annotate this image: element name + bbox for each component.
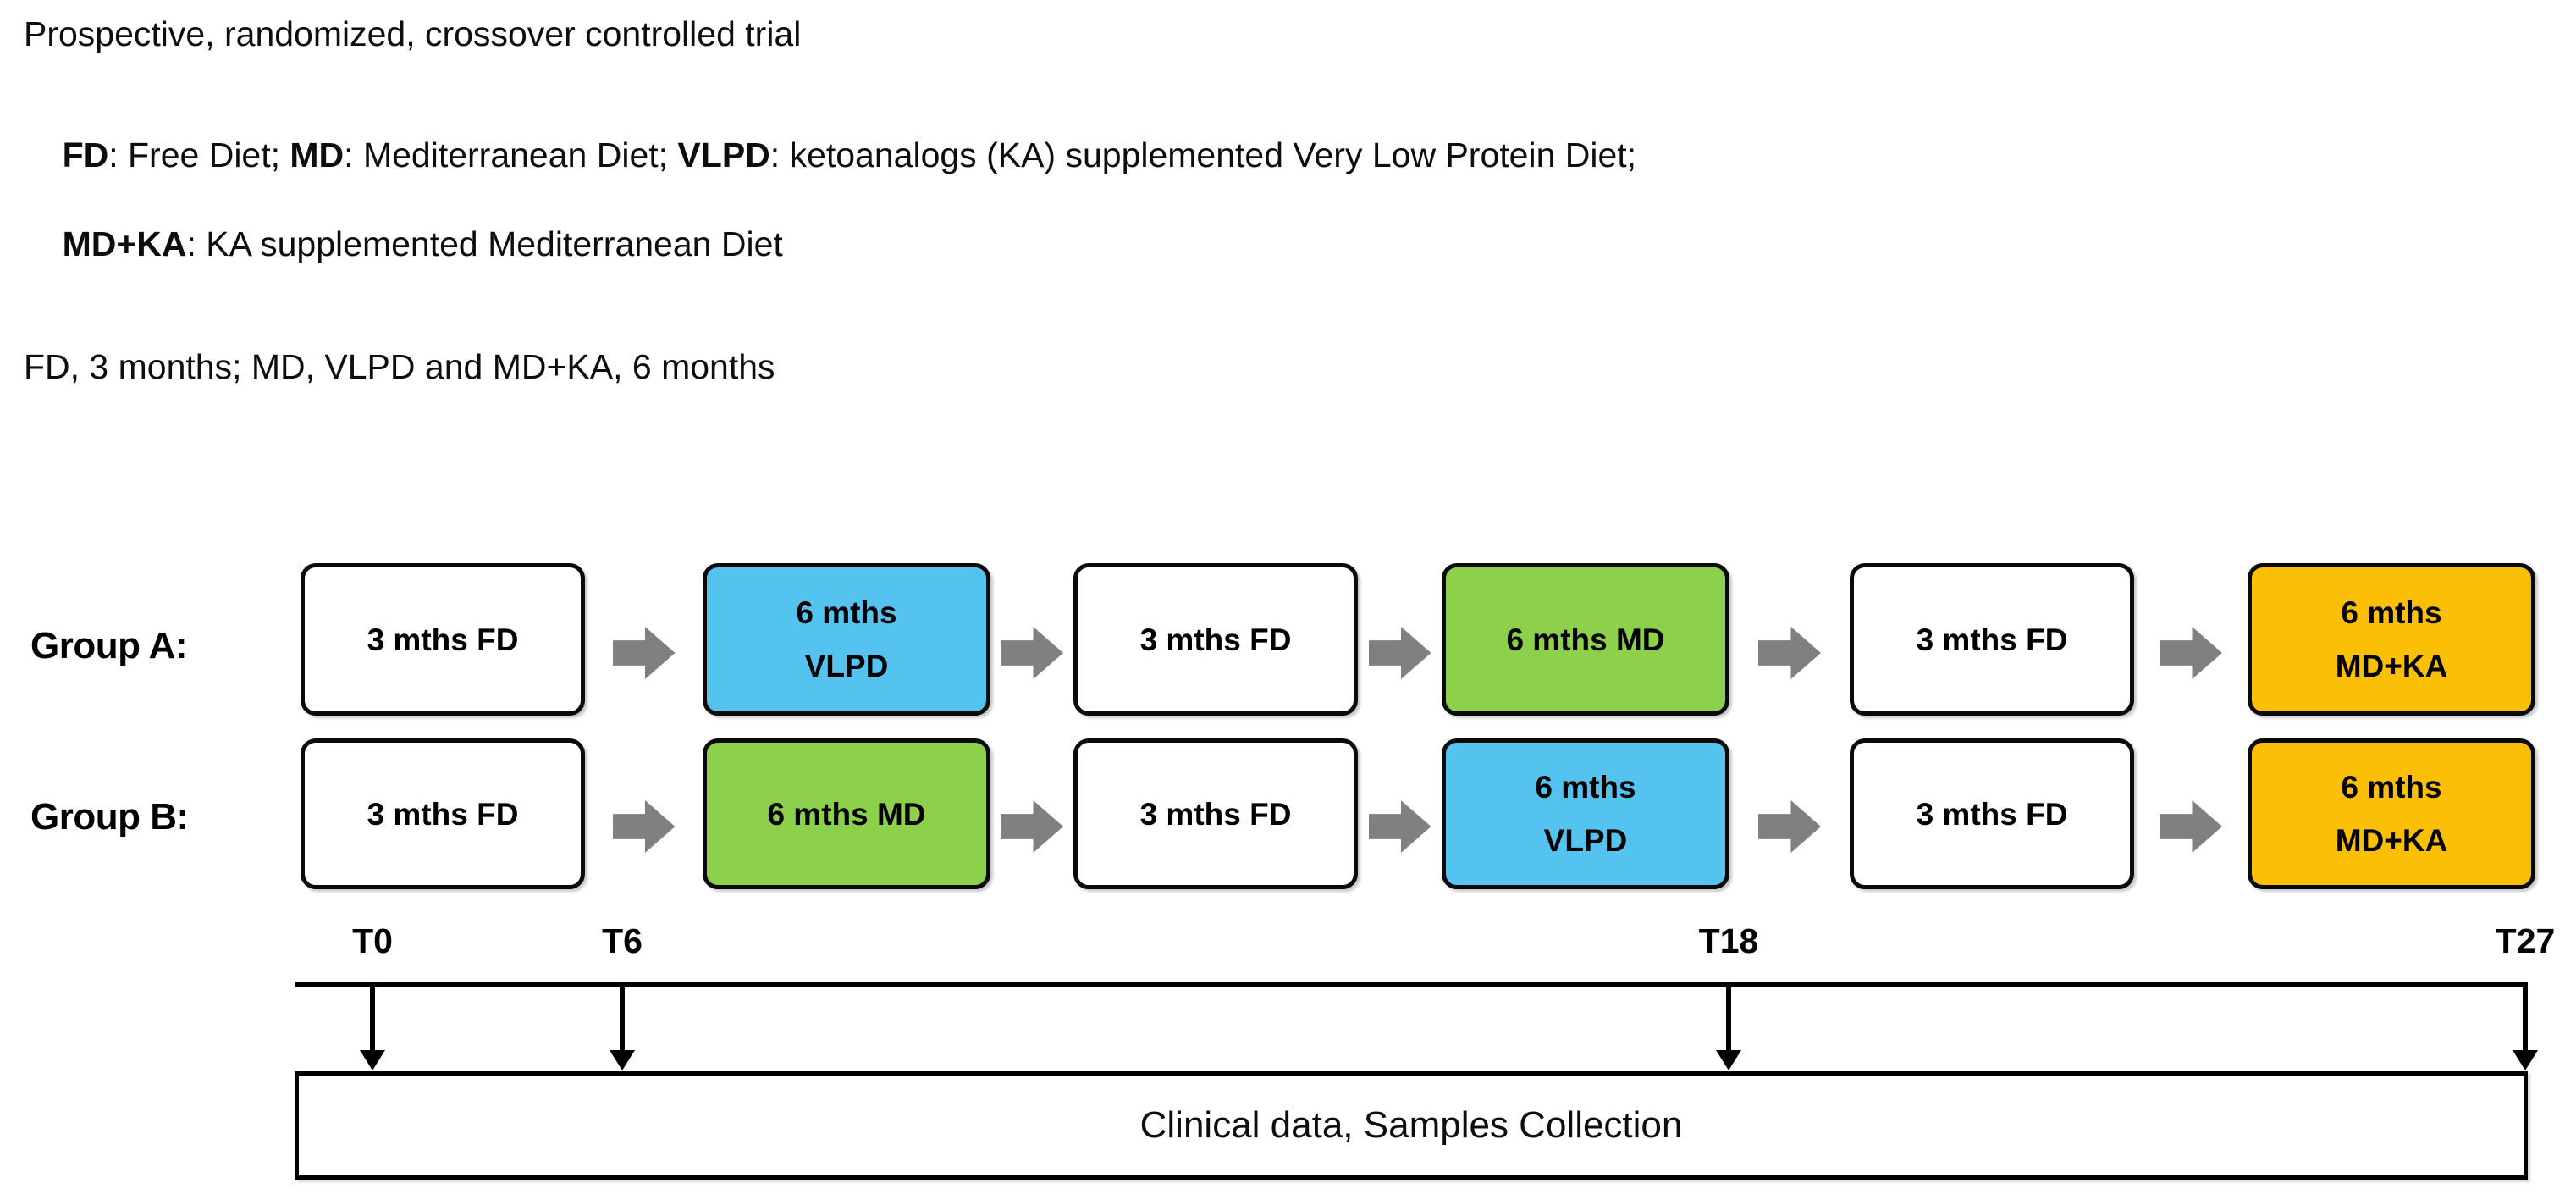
stage-label: 3 mths FD [1916,622,2068,657]
timeline-tick-label-t6: T6 [602,921,643,960]
stage-label: MD+KA [2335,649,2448,683]
stage-box-a-1: 3 mths FD [301,563,585,716]
stage-label: 6 mths [796,595,897,630]
timeline-tick-arrow-t6 [620,986,625,1052]
caption-line-abbreviations: FD: Free Diet; MD: Mediterranean Diet; V… [24,88,2555,310]
right-arrow-icon [2160,800,2222,853]
right-arrow-icon [1001,800,1063,853]
stage-box-b-5: 3 mths FD [1850,738,2134,889]
collection-label: Clinical data, Samples Collection [1139,1104,1683,1146]
right-arrow-icon [1368,627,1431,679]
stage-label: 3 mths FD [1139,796,1292,832]
stage-box-a-4: 6 mths MD [1442,563,1729,716]
right-arrow-icon [612,800,676,853]
timeline-tick-arrow-t18 [1726,986,1731,1052]
timeline-axis [295,982,2528,987]
stage-box-a-3: 3 mths FD [1073,563,1358,716]
stage-label: 6 mths MD [767,796,926,832]
timeline-tick-arrow-t0 [370,986,375,1052]
stage-box-b-2: 6 mths MD [703,738,990,889]
caption-line-trial-design: Prospective, randomized, crossover contr… [24,14,802,53]
group-a-label: Group A: [30,625,188,666]
stage-label: MD+KA [2335,823,2448,858]
stage-label: 3 mths FD [367,622,519,657]
stage-label: 3 mths FD [1139,622,1292,657]
right-arrow-icon [1758,627,1821,679]
stage-label: 6 mths [1535,770,1636,805]
stage-box-b-3: 3 mths FD [1073,738,1358,889]
stage-box-a-5: 3 mths FD [1850,563,2134,716]
stage-label: 3 mths FD [367,796,519,832]
timeline-tick-arrow-t27 [2523,986,2528,1052]
right-arrow-icon [1758,800,1821,853]
stage-label: VLPD [1543,823,1628,858]
stage-label: 6 mths MD [1506,622,1665,657]
right-arrow-icon [1368,800,1431,853]
right-arrow-icon [1001,627,1063,679]
timeline-tick-label-t18: T18 [1698,921,1759,960]
collection-box: Clinical data, Samples Collection [295,1071,2528,1180]
stage-label: 3 mths FD [1916,796,2068,832]
caption-line2-rich: FD: Free Diet; MD: Mediterranean Diet; V… [62,135,1637,174]
caption-line3-rich: MD+KA: KA supplemented Mediterranean Die… [62,224,783,263]
stage-label: 6 mths [2341,770,2442,805]
stage-label: 6 mths [2341,595,2442,630]
right-arrow-icon [2160,627,2222,679]
right-arrow-icon [612,627,676,679]
stage-label: VLPD [804,649,889,683]
caption-block: Prospective, randomized, crossover contr… [24,12,2555,421]
stage-box-b-1: 3 mths FD [301,738,585,889]
timeline-tick-label-t27: T27 [2495,921,2556,960]
caption-line-durations: FD, 3 months; MD, VLPD and MD+KA, 6 mont… [24,346,775,386]
group-b-label: Group B: [30,796,189,838]
timeline-tick-label-t0: T0 [352,921,393,960]
